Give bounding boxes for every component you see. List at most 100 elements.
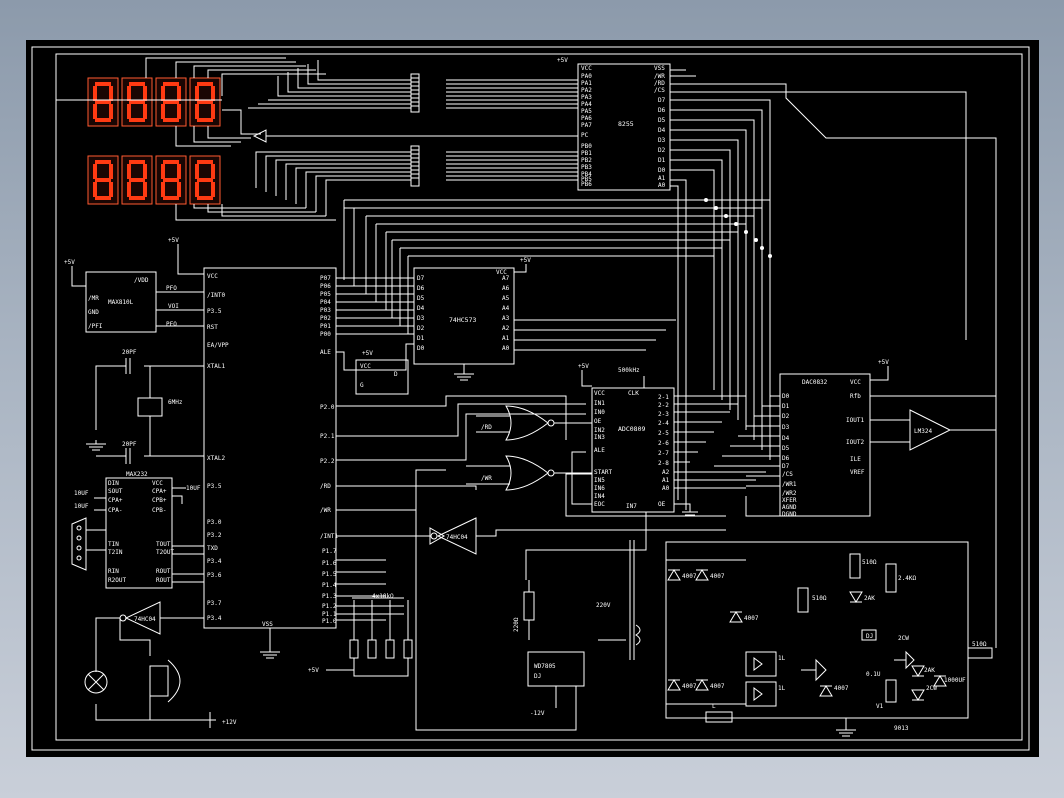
svg-text:4007: 4007 (682, 573, 697, 580)
svg-text:SOUT: SOUT (108, 488, 123, 495)
bus-junctions (704, 198, 772, 258)
svg-text:PA4: PA4 (581, 101, 592, 108)
svg-text:D1: D1 (658, 157, 666, 164)
svg-text:P3.4: P3.4 (207, 558, 222, 565)
svg-text:MAX232: MAX232 (126, 471, 148, 478)
seven-segment-display-bottom (87, 155, 221, 205)
svg-text:IN0: IN0 (594, 409, 605, 416)
svg-text:VREF: VREF (850, 469, 865, 476)
svg-text:D6: D6 (658, 107, 666, 114)
svg-text:IOUT1: IOUT1 (846, 417, 864, 424)
svg-text:D4: D4 (417, 305, 425, 312)
display-resistor-pack-bottom (410, 145, 420, 187)
svg-text:ROUT: ROUT (156, 568, 171, 575)
svg-text:VOI: VOI (168, 303, 179, 310)
svg-text:XTAL2: XTAL2 (207, 455, 225, 462)
inner-frame (55, 53, 1023, 741)
svg-text:1000UF: 1000UF (944, 677, 966, 684)
opamp-lm324: LM324 (909, 409, 996, 451)
svg-text:4007: 4007 (682, 683, 697, 690)
svg-text:A2: A2 (662, 469, 670, 476)
svg-text:D6: D6 (782, 455, 790, 462)
svg-text:2-7: 2-7 (658, 450, 669, 457)
svg-text:MAX810L: MAX810L (108, 299, 134, 306)
svg-text:WD7805: WD7805 (534, 663, 556, 670)
nor-gate-rd: /RD (476, 405, 592, 441)
lamp-icon (84, 670, 108, 694)
db9-connector (71, 517, 106, 571)
svg-text:20PF: 20PF (122, 441, 137, 448)
max810-chip: MAX810L /MR GND /PFI /VDD PFO VOI PFO +5… (64, 259, 204, 333)
svg-text:IN2: IN2 (594, 427, 605, 434)
svg-text:CPA+: CPA+ (108, 497, 123, 504)
svg-text:IOUT2: IOUT2 (846, 439, 864, 446)
svg-text:P1.0: P1.0 (322, 618, 337, 625)
svg-text:2AK: 2AK (864, 595, 875, 602)
svg-text:P06: P06 (320, 283, 331, 290)
svg-text:220V: 220V (596, 602, 611, 609)
svg-text:XFER: XFER (782, 497, 797, 504)
svg-text:DJ: DJ (866, 633, 873, 640)
svg-text:RIN: RIN (108, 568, 119, 575)
svg-text:R2OUT: R2OUT (108, 577, 126, 584)
svg-text:VCC: VCC (207, 273, 218, 280)
svg-text:T2OUT: T2OUT (156, 549, 174, 556)
svg-text:1L: 1L (778, 685, 786, 692)
svg-text:/WR: /WR (654, 73, 665, 80)
chip-8255-label: 8255 (618, 120, 634, 128)
svg-text:RST: RST (207, 324, 218, 331)
svg-text:D7: D7 (782, 463, 790, 470)
svg-text:D1: D1 (417, 335, 425, 342)
svg-text:CLK: CLK (628, 390, 639, 397)
svg-text:+5V: +5V (168, 237, 179, 244)
svg-text:P2.2: P2.2 (320, 458, 335, 465)
svg-text:ALE: ALE (594, 447, 605, 454)
svg-text:D7: D7 (658, 97, 666, 104)
svg-text:P3.7: P3.7 (207, 600, 222, 607)
svg-text:D0: D0 (658, 167, 666, 174)
svg-text:XTAL1: XTAL1 (207, 363, 225, 370)
svg-text:A1: A1 (502, 335, 510, 342)
svg-text:PB0: PB0 (581, 143, 592, 150)
svg-text:PB3: PB3 (581, 164, 592, 171)
svg-text:2-5: 2-5 (658, 430, 669, 437)
svg-text:CPB-: CPB- (152, 507, 166, 514)
svg-text:A2: A2 (502, 325, 510, 332)
nor-gate-wr: /WR (466, 455, 592, 491)
svg-text:L: L (712, 703, 716, 710)
i8255-left-pins: PA0 PA1 PA2 PA3 PA4 PA5 PA6 PA7 PC PB0 P… (581, 73, 592, 188)
svg-text:A7: A7 (502, 275, 510, 282)
svg-text:D2: D2 (417, 325, 425, 332)
svg-text:D: D (394, 371, 398, 378)
svg-text:TIN: TIN (108, 541, 119, 548)
svg-text:A0: A0 (662, 485, 670, 492)
svg-text:P05: P05 (320, 291, 331, 298)
svg-text:20PF: 20PF (122, 349, 137, 356)
svg-text:D2: D2 (658, 147, 666, 154)
svg-text:TOUT: TOUT (156, 541, 171, 548)
svg-text:/VDD: /VDD (134, 277, 149, 284)
svg-text:/CS: /CS (782, 471, 793, 478)
svg-text:P2.1: P2.1 (320, 433, 335, 440)
svg-text:A6: A6 (502, 285, 510, 292)
svg-text:OE: OE (594, 418, 602, 425)
svg-text:/RD: /RD (654, 80, 665, 87)
svg-text:PFO: PFO (166, 285, 177, 292)
svg-text:+5V: +5V (308, 667, 319, 674)
svg-text:D1: D1 (782, 403, 790, 410)
svg-text:G: G (360, 382, 364, 389)
svg-text:D3: D3 (782, 424, 790, 431)
latch-left-pins: D7 D6 D5 D4 D3 D2 D1 D0 (417, 275, 425, 352)
svg-text:4007: 4007 (710, 683, 725, 690)
svg-text:CPB+: CPB+ (152, 497, 167, 504)
svg-text:P3.2: P3.2 (207, 532, 222, 539)
svg-text:/WR2: /WR2 (782, 490, 797, 497)
outer-frame (31, 46, 1030, 751)
svg-text:P3.4: P3.4 (207, 615, 222, 622)
svg-text:D6: D6 (417, 285, 425, 292)
svg-text:/INT0: /INT0 (207, 292, 225, 299)
svg-text:PA0: PA0 (581, 73, 592, 80)
svg-text:/WR: /WR (481, 475, 492, 482)
